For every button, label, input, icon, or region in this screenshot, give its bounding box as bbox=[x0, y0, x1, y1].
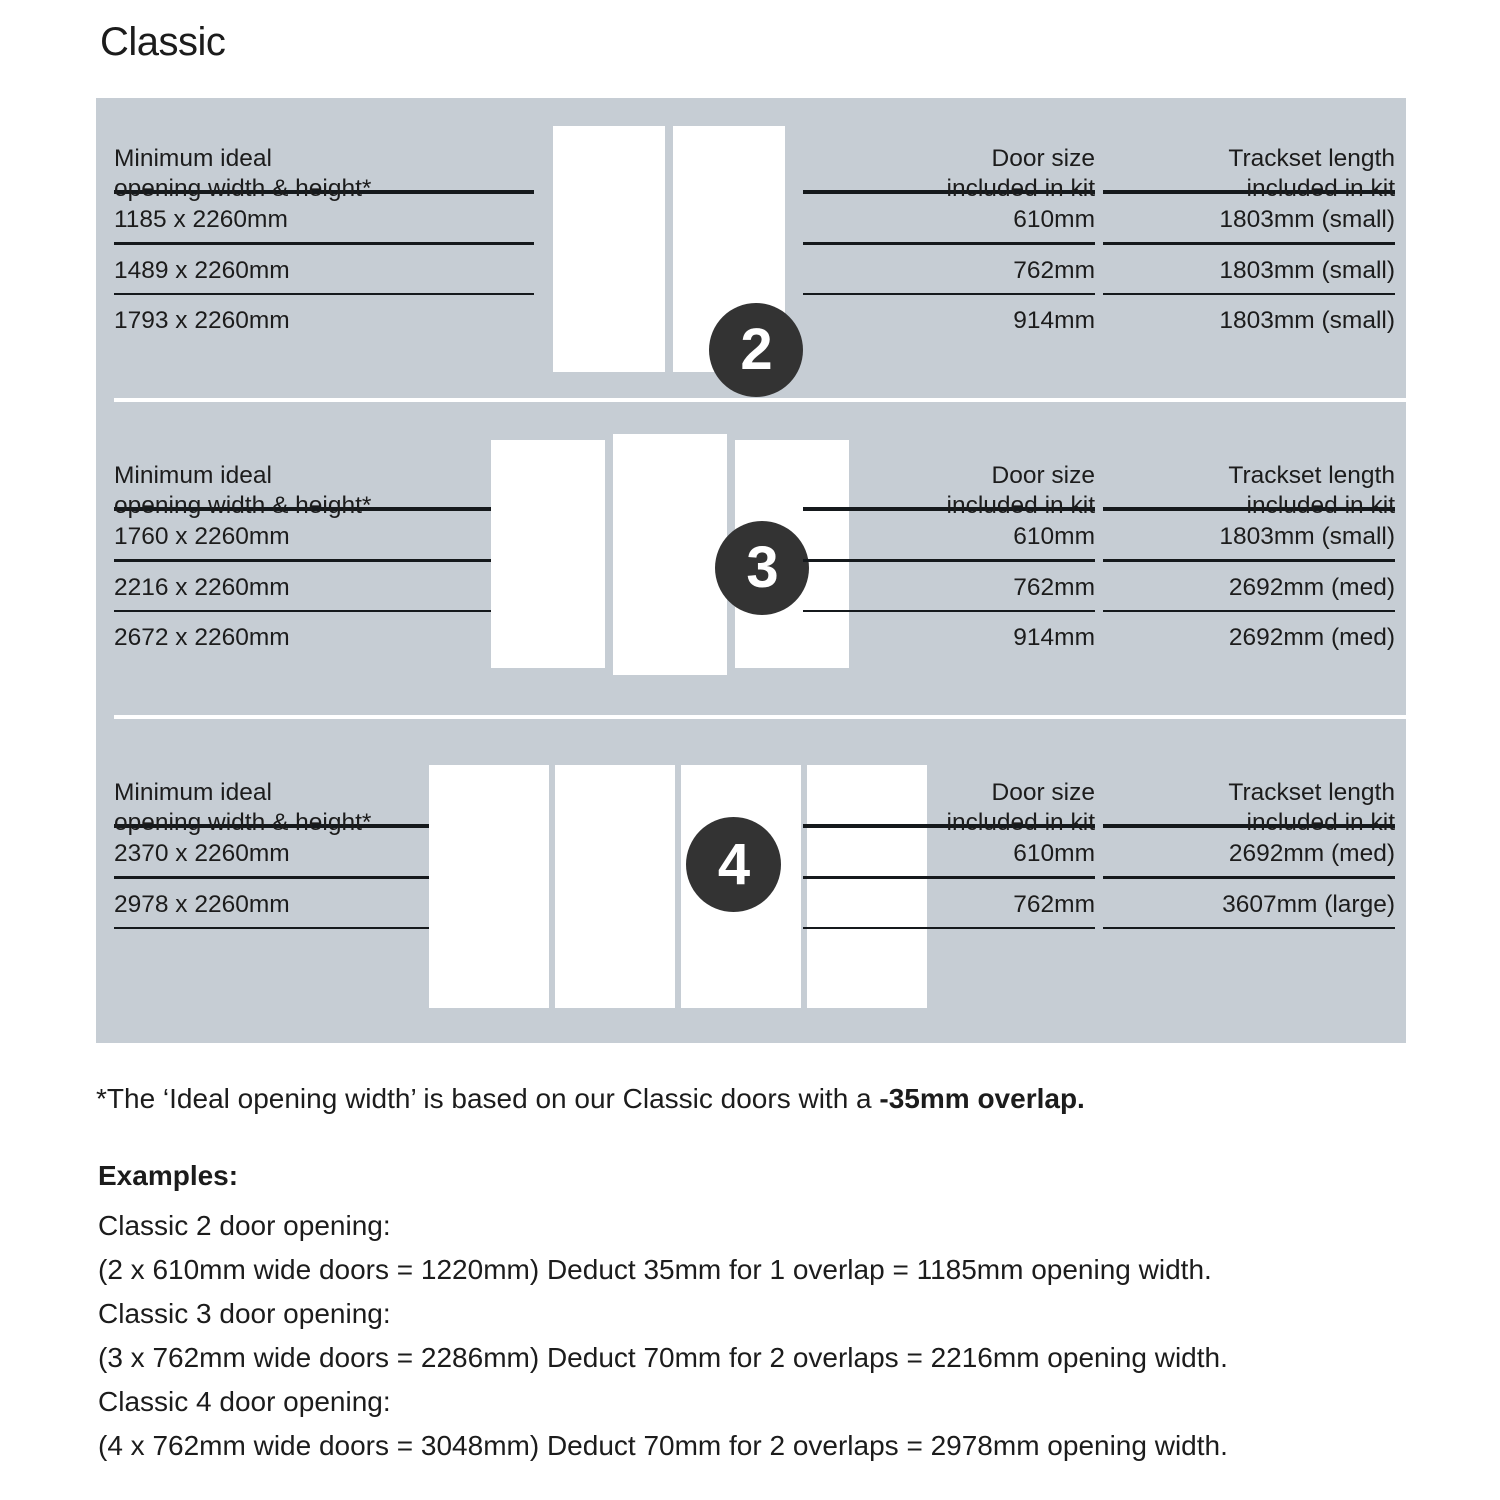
cell-door-size: 762mm bbox=[1013, 256, 1095, 284]
row-rule bbox=[1103, 876, 1395, 879]
row-rule bbox=[803, 242, 1095, 245]
cell-opening: 2216 x 2260mm bbox=[114, 573, 290, 601]
cell-opening: 1760 x 2260mm bbox=[114, 523, 290, 550]
cell-door-size: 610mm bbox=[1013, 206, 1095, 233]
section-divider bbox=[114, 398, 1406, 402]
cell-opening: 1793 x 2260mm bbox=[114, 307, 290, 334]
row-rule bbox=[803, 609, 1095, 612]
example-line: Classic 4 door opening: bbox=[98, 1386, 391, 1417]
header-rule bbox=[114, 824, 534, 828]
col-header-trackset-3: Trackset length included in kit bbox=[1228, 779, 1395, 836]
row-rule bbox=[114, 876, 534, 879]
page-title: Classic bbox=[100, 20, 226, 64]
column-trackset-2: Trackset length included in kit 1803mm (… bbox=[1103, 415, 1395, 660]
cell-door-size: 762mm bbox=[1013, 573, 1095, 601]
row-rule bbox=[1103, 292, 1395, 295]
row-rule bbox=[1103, 559, 1395, 562]
classic-door-sizing-panel: Minimum ideal opening width & height* 11… bbox=[96, 98, 1406, 1043]
header-rule bbox=[114, 190, 534, 194]
row-rule bbox=[803, 292, 1095, 295]
cell-opening: 1185 x 2260mm bbox=[114, 206, 288, 233]
header-rule bbox=[803, 190, 1095, 194]
cell-door-size: 610mm bbox=[1013, 523, 1095, 550]
col-header-door-size-3: Door size included in kit bbox=[946, 779, 1095, 836]
example-line: (2 x 610mm wide doors = 1220mm) Deduct 3… bbox=[98, 1254, 1212, 1285]
section-3-door: Minimum ideal opening width & height* 17… bbox=[96, 415, 1406, 715]
cell-trackset: 1803mm (small) bbox=[1219, 523, 1395, 550]
door-panel bbox=[807, 765, 927, 1008]
column-opening-size-3: Minimum ideal opening width & height* 23… bbox=[114, 732, 534, 929]
section-4-door: Minimum ideal opening width & height* 23… bbox=[96, 732, 1406, 1043]
cell-opening: 1489 x 2260mm bbox=[114, 256, 290, 284]
row-rule bbox=[1103, 242, 1395, 245]
header-rule bbox=[1103, 824, 1395, 828]
cell-door-size: 762mm bbox=[1013, 890, 1095, 918]
cell-trackset: 2692mm (med) bbox=[1228, 573, 1395, 601]
header-rule bbox=[114, 507, 534, 511]
header-rule bbox=[1103, 190, 1395, 194]
column-trackset-3: Trackset length included in kit 2692mm (… bbox=[1103, 732, 1395, 929]
example-line: Classic 3 door opening: bbox=[98, 1298, 391, 1329]
door-panel bbox=[613, 434, 727, 675]
col-header-door-size-2: Door size included in kit bbox=[946, 462, 1095, 519]
column-door-size-2: Door size included in kit 610mm 762mm 91… bbox=[803, 415, 1095, 660]
header-rule bbox=[803, 507, 1095, 511]
section-divider bbox=[114, 715, 1406, 719]
col-header-opening-2: Minimum ideal opening width & height* bbox=[114, 462, 372, 519]
cell-trackset: 3607mm (large) bbox=[1222, 890, 1395, 918]
door-count-badge-2: 2 bbox=[709, 303, 803, 397]
example-line: (3 x 762mm wide doors = 2286mm) Deduct 7… bbox=[98, 1342, 1228, 1373]
column-opening-size-2: Minimum ideal opening width & height* 17… bbox=[114, 415, 534, 660]
col-header-trackset-1: Trackset length included in kit bbox=[1228, 145, 1395, 202]
row-rule bbox=[114, 242, 534, 245]
header-rule bbox=[1103, 507, 1395, 511]
door-diagram-4 bbox=[429, 765, 927, 1008]
cell-trackset: 1803mm (small) bbox=[1219, 256, 1395, 284]
col-header-opening-3: Minimum ideal opening width & height* bbox=[114, 779, 372, 836]
footnote-bold: -35mm overlap. bbox=[879, 1083, 1085, 1114]
cell-trackset: 1803mm (small) bbox=[1219, 307, 1395, 334]
section-2-door: Minimum ideal opening width & height* 11… bbox=[96, 98, 1406, 400]
column-door-size-3: Door size included in kit 610mm 762mm bbox=[803, 732, 1095, 929]
col-header-trackset-2: Trackset length included in kit bbox=[1228, 462, 1395, 519]
cell-door-size: 610mm bbox=[1013, 840, 1095, 867]
door-panel bbox=[553, 126, 665, 372]
row-rule bbox=[114, 609, 534, 612]
door-count-badge-3: 3 bbox=[715, 521, 809, 615]
example-line: Classic 2 door opening: bbox=[98, 1210, 391, 1241]
cell-door-size: 914mm bbox=[1013, 624, 1095, 651]
cell-opening: 2370 x 2260mm bbox=[114, 840, 290, 867]
cell-opening: 2672 x 2260mm bbox=[114, 624, 290, 651]
header-rule bbox=[803, 824, 1095, 828]
door-count-badge-4: 4 bbox=[686, 817, 781, 912]
row-rule bbox=[114, 926, 534, 929]
row-rule bbox=[803, 876, 1095, 879]
cell-opening: 2978 x 2260mm bbox=[114, 890, 290, 918]
footnote-text: *The ‘Ideal opening width’ is based on o… bbox=[96, 1083, 880, 1114]
row-rule bbox=[803, 926, 1095, 929]
cell-trackset: 2692mm (med) bbox=[1228, 840, 1395, 867]
door-panel bbox=[555, 765, 675, 1008]
examples-heading: Examples: bbox=[98, 1160, 239, 1191]
column-door-size-1: Door size included in kit 610mm 762mm 91… bbox=[803, 98, 1095, 343]
cell-trackset: 2692mm (med) bbox=[1228, 624, 1395, 651]
door-panel bbox=[429, 765, 549, 1008]
examples-list: Classic 2 door opening: (2 x 610mm wide … bbox=[98, 1204, 1228, 1468]
col-header-door-size-1: Door size included in kit bbox=[946, 145, 1095, 202]
cell-trackset: 1803mm (small) bbox=[1219, 206, 1395, 233]
row-rule bbox=[1103, 926, 1395, 929]
example-line: (4 x 762mm wide doors = 3048mm) Deduct 7… bbox=[98, 1430, 1228, 1461]
row-rule bbox=[1103, 609, 1395, 612]
column-trackset-1: Trackset length included in kit 1803mm (… bbox=[1103, 98, 1395, 343]
cell-door-size: 914mm bbox=[1013, 307, 1095, 334]
door-panel bbox=[491, 440, 605, 668]
row-rule bbox=[114, 559, 534, 562]
overlap-footnote: *The ‘Ideal opening width’ is based on o… bbox=[96, 1081, 1085, 1117]
col-header-opening-1: Minimum ideal opening width & height* bbox=[114, 145, 372, 202]
column-opening-size-1: Minimum ideal opening width & height* 11… bbox=[114, 98, 534, 343]
row-rule bbox=[114, 292, 534, 295]
row-rule bbox=[803, 559, 1095, 562]
